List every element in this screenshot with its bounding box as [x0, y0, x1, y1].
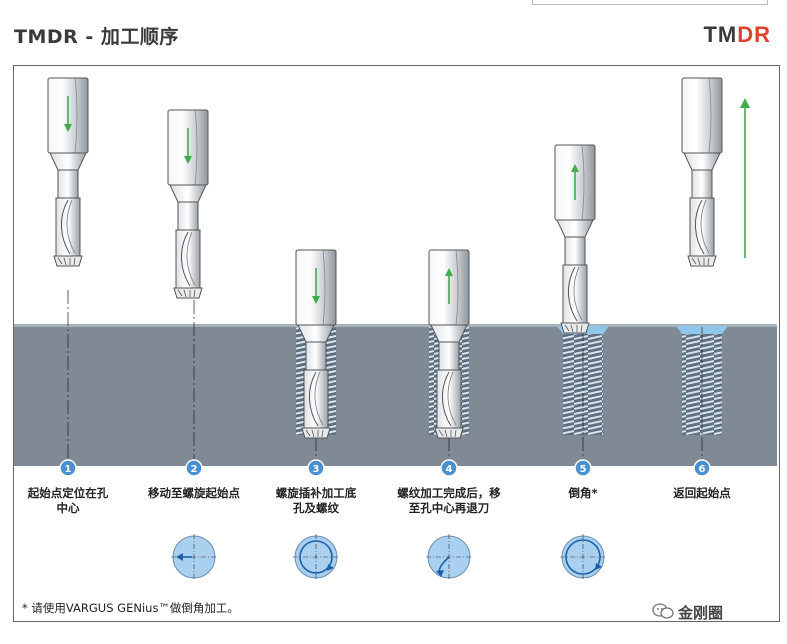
- svg-text:5: 5: [580, 464, 587, 475]
- wechat-icon: [652, 602, 674, 620]
- svg-text:3: 3: [313, 464, 320, 475]
- step-badge-5: 5: [575, 460, 591, 476]
- step-label-1: 起始点定位在孔 中心: [3, 486, 133, 516]
- path-view-4: [426, 534, 472, 580]
- step-label-6: 返回起始点: [637, 486, 767, 501]
- step-label-6-line1: 返回起始点: [637, 486, 767, 501]
- step-label-1-line1: 起始点定位在孔: [3, 486, 133, 501]
- step-badge-1: 1: [60, 460, 76, 476]
- tool-6: [682, 78, 722, 266]
- step-label-5-line1: 倒角*: [518, 486, 648, 501]
- step-label-4: 螺纹加工完成后，移 至孔中心再退刀: [379, 486, 519, 516]
- workpiece-top-surface: [14, 324, 777, 327]
- footnote: * 请使用VARGUS GENius™做倒角加工。: [22, 600, 239, 616]
- arrow-up-icon: [740, 98, 750, 258]
- step-badge-6: 6: [694, 460, 710, 476]
- svg-text:4: 4: [446, 464, 453, 475]
- watermark: 金刚圈: [678, 602, 723, 623]
- svg-text:2: 2: [191, 464, 198, 475]
- svg-text:1: 1: [65, 464, 72, 475]
- path-view-5: [560, 534, 606, 580]
- step-label-5: 倒角*: [518, 486, 648, 501]
- path-view-3: [293, 534, 339, 580]
- step-label-4-line1: 螺纹加工完成后，移: [379, 486, 519, 501]
- step-badge-3: 3: [308, 460, 324, 476]
- step-label-2-line1: 移动至螺旋起始点: [129, 486, 259, 501]
- workpiece: [14, 326, 777, 466]
- step-label-3-line1: 螺旋插补加工底: [251, 486, 381, 501]
- step-badge-2: 2: [186, 460, 202, 476]
- step-label-2: 移动至螺旋起始点: [129, 486, 259, 501]
- path-view-2: [171, 534, 217, 580]
- step-label-3-line2: 孔及螺纹: [251, 501, 381, 516]
- step-label-3: 螺旋插补加工底 孔及螺纹: [251, 486, 381, 516]
- step-badge-4: 4: [441, 460, 457, 476]
- step-label-1-line2: 中心: [3, 501, 133, 516]
- svg-text:6: 6: [699, 464, 706, 475]
- step-label-4-line2: 至孔中心再退刀: [379, 501, 519, 516]
